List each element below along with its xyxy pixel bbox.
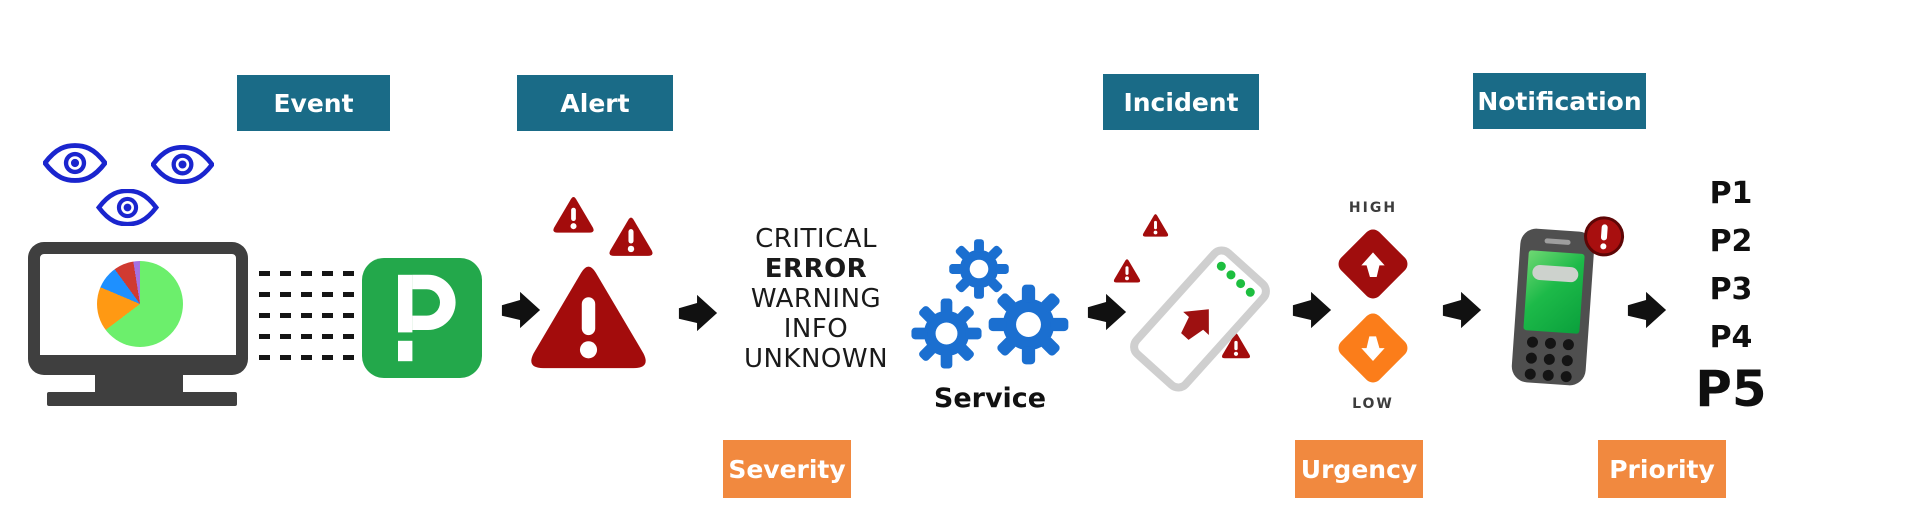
severity-level-critical: CRITICAL xyxy=(755,224,877,254)
monitor-stand xyxy=(95,373,183,395)
event-stream-dashes xyxy=(259,271,359,276)
severity-level-warning: WARNING xyxy=(750,284,882,314)
message-pill xyxy=(1531,264,1579,283)
eye-icon xyxy=(95,189,160,226)
stage-badge-urgency-label: Urgency xyxy=(1300,454,1418,484)
event-stream-dashes xyxy=(259,355,359,360)
priority-p1: P1 xyxy=(1709,176,1753,211)
stage-badge-urgency: Urgency xyxy=(1295,440,1423,498)
service-label: Service xyxy=(933,383,1047,414)
urgency-high-label: HIGH xyxy=(1348,200,1398,216)
urgency-high-diamond-icon xyxy=(1334,225,1412,303)
pagerduty-logo xyxy=(362,258,482,378)
event-stream-dashes xyxy=(259,292,359,297)
eye-icon xyxy=(43,143,107,183)
gear-icon xyxy=(910,297,983,370)
flow-arrow-icon xyxy=(1291,288,1333,332)
stage-badge-priority-label: Priority xyxy=(1609,454,1715,484)
stage-badge-severity: Severity xyxy=(723,440,851,498)
warning-triangle-icon xyxy=(527,263,650,373)
stage-badge-alert-label: Alert xyxy=(560,88,630,118)
warning-triangle-icon xyxy=(608,216,654,258)
down-arrow-icon xyxy=(1360,335,1387,362)
stage-badge-notification: Notification xyxy=(1473,73,1646,129)
severity-level-unknown: UNKNOWN xyxy=(743,344,889,374)
severity-level-error: ERROR xyxy=(764,254,868,284)
monitor-base xyxy=(47,392,237,406)
warning-triangle-icon xyxy=(552,195,595,235)
incident-card-icon xyxy=(1124,240,1276,398)
priority-p4: P4 xyxy=(1709,320,1753,355)
stage-badge-notification-label: Notification xyxy=(1477,86,1642,116)
priority-levels-list: P1 P2 P3 P4 P5 xyxy=(1688,170,1774,416)
escalation-arrow-icon xyxy=(1168,295,1224,351)
phone-keypad xyxy=(1524,336,1575,383)
stage-badge-event: Event xyxy=(237,75,390,131)
warning-triangle-icon xyxy=(1113,258,1141,284)
stage-badge-alert: Alert xyxy=(517,75,673,131)
stage-badge-severity-label: Severity xyxy=(728,454,846,484)
stage-badge-incident-label: Incident xyxy=(1123,87,1239,117)
incident-card-dots xyxy=(1214,259,1257,299)
priority-p5: P5 xyxy=(1695,360,1767,418)
urgency-low-diamond-icon xyxy=(1334,309,1412,387)
severity-levels-list: CRITICAL ERROR WARNING INFO UNKNOWN xyxy=(726,224,906,374)
flow-arrow-icon xyxy=(1626,288,1668,332)
event-stream-dashes xyxy=(259,334,359,339)
gear-icon xyxy=(987,283,1070,366)
warning-triangle-icon xyxy=(1142,213,1169,238)
pie-chart-icon xyxy=(97,261,183,347)
flow-arrow-icon xyxy=(1086,290,1128,334)
severity-level-info: INFO xyxy=(783,314,849,344)
flow-arrow-icon xyxy=(1441,288,1483,332)
priority-p2: P2 xyxy=(1709,224,1753,259)
phone-screen xyxy=(1523,250,1585,334)
eye-icon xyxy=(151,145,214,184)
up-arrow-icon xyxy=(1360,251,1387,278)
urgency-low-label: LOW xyxy=(1352,396,1394,412)
stage-badge-incident: Incident xyxy=(1103,74,1259,130)
priority-p3: P3 xyxy=(1709,272,1753,307)
stage-badge-event-label: Event xyxy=(273,88,354,118)
mobile-phone-icon xyxy=(1510,215,1626,387)
event-stream-dashes xyxy=(259,313,359,318)
stage-badge-priority: Priority xyxy=(1598,440,1726,498)
flow-arrow-icon xyxy=(677,291,719,335)
